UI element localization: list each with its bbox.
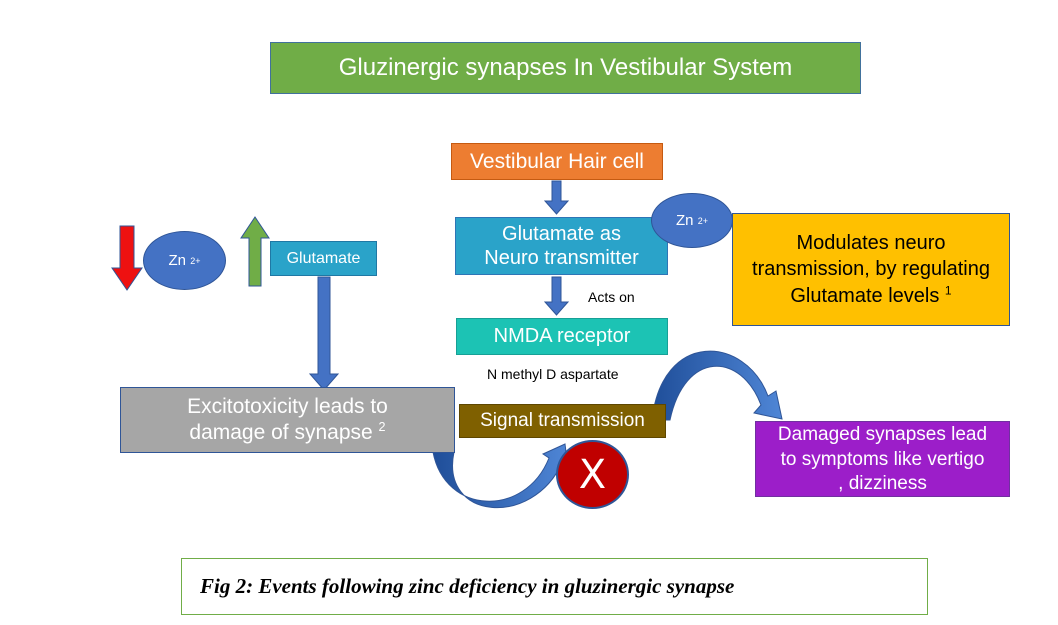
damaged-line1: Damaged synapses lead (777, 424, 988, 445)
label-acts-on: Acts on (588, 289, 635, 305)
excito-reference: 2 (378, 420, 386, 434)
block-x-icon: X (556, 440, 629, 509)
node-vestibular-hair-cell-text: Vestibular Hair cell (470, 149, 644, 173)
modulates-line3: Glutamate levels (790, 284, 940, 307)
damaged-line3: , dizziness (838, 473, 927, 495)
node-signal-transmission-text: Signal transmission (480, 410, 645, 431)
node-glutamate-nt-line1: Glutamate as (502, 223, 621, 245)
diagram-title: Gluzinergic synapses In Vestibular Syste… (270, 42, 861, 94)
node-vestibular-hair-cell: Vestibular Hair cell (451, 143, 663, 180)
zinc-charge-right: 2+ (697, 215, 708, 226)
node-glutamate-left-text: Glutamate (286, 249, 361, 267)
node-glutamate-left: Glutamate (270, 241, 377, 276)
node-signal-transmission: Signal transmission (459, 404, 666, 438)
node-glutamate-neurotransmitter: Glutamate as Neuro transmitter (455, 217, 668, 275)
block-x-text: X (578, 451, 607, 498)
node-nmda-receptor: NMDA receptor (456, 318, 668, 355)
node-glutamate-nt-line2: Neuro transmitter (484, 247, 639, 269)
modulates-reference: 1 (944, 283, 952, 298)
arrow-glutamate-to-nmda (543, 276, 570, 316)
zinc-ion-right: Zn 2+ (651, 193, 733, 248)
zinc-label-left: Zn (168, 252, 187, 269)
curved-arrow-excitotoxicity-to-signal (432, 443, 569, 508)
label-nmda-full-name: N methyl D aspartate (487, 366, 619, 382)
damaged-line2: to symptoms like vertigo (780, 448, 985, 470)
zinc-decrease-arrow-icon (111, 225, 143, 291)
zinc-label-right: Zn (676, 212, 694, 229)
node-nmda-receptor-text: NMDA receptor (493, 325, 631, 347)
node-damaged-synapses: Damaged synapses lead to symptoms like v… (755, 421, 1010, 497)
curved-arrow-signal-to-damaged (651, 350, 783, 421)
arrow-glutamate-to-excitotoxicity (308, 276, 340, 391)
node-excitotoxicity: Excitotoxicity leads to damage of synaps… (120, 387, 455, 453)
diagram-title-text: Gluzinergic synapses In Vestibular Syste… (338, 54, 793, 81)
glutamate-increase-arrow-icon (240, 216, 270, 287)
figure-caption: Fig 2: Events following zinc deficiency … (181, 558, 928, 615)
node-modulates-neurotransmission: Modulates neuro transmission, by regulat… (732, 213, 1010, 326)
zinc-charge-left: 2+ (190, 255, 201, 266)
modulates-line2: transmission, by regulating (752, 258, 990, 281)
arrow-haircell-to-glutamate (543, 180, 570, 215)
excito-line2: damage of synapse (189, 421, 373, 444)
zinc-ion-left: Zn 2+ (143, 231, 226, 290)
excito-line1: Excitotoxicity leads to (187, 394, 388, 418)
modulates-line1: Modulates neuro (796, 231, 946, 254)
figure-caption-text: Fig 2: Events following zinc deficiency … (200, 574, 735, 598)
